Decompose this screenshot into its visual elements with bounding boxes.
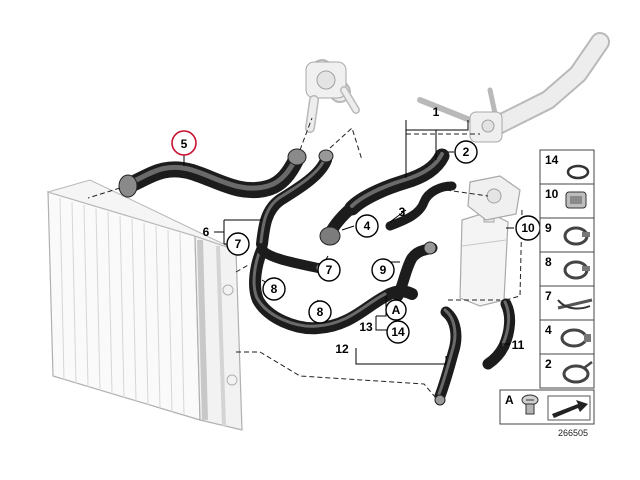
svg-text:6: 6 bbox=[203, 225, 210, 239]
svg-text:14: 14 bbox=[545, 153, 559, 167]
callout-6: 6 bbox=[203, 225, 210, 239]
svg-text:2: 2 bbox=[545, 357, 552, 371]
hose-coupling-icon bbox=[565, 191, 587, 209]
callout-7-center: 7 bbox=[317, 258, 341, 282]
arrow-icon bbox=[547, 395, 591, 421]
callout-13: 13 bbox=[359, 320, 373, 334]
spring-clamp-icon bbox=[563, 226, 590, 246]
hose-6 bbox=[256, 149, 334, 250]
hose-9 bbox=[392, 241, 438, 302]
callout-4: 4 bbox=[355, 214, 379, 238]
svg-text:12: 12 bbox=[335, 342, 349, 356]
legend-item-7: 7 bbox=[539, 285, 595, 321]
svg-text:9: 9 bbox=[545, 221, 552, 235]
legend-item-A: A bbox=[499, 389, 595, 425]
callout-14: 14 bbox=[386, 320, 410, 344]
hose-11 bbox=[482, 298, 516, 370]
hose-3 bbox=[385, 181, 457, 231]
spring-clamp-icon bbox=[563, 260, 590, 280]
coolant-pipe-assembly bbox=[417, 32, 610, 143]
legend-item-9: 9 bbox=[539, 217, 595, 253]
callout-8-left: 8 bbox=[262, 277, 286, 301]
svg-text:A: A bbox=[392, 303, 401, 317]
callout-11: 11 bbox=[512, 338, 525, 352]
radiator bbox=[46, 179, 243, 431]
callout-10: 10 bbox=[515, 215, 541, 241]
bleed-screw-icon bbox=[521, 394, 539, 415]
catalog-number: 266505 bbox=[558, 428, 588, 438]
callout-1: 1 bbox=[433, 105, 440, 119]
svg-text:7: 7 bbox=[235, 237, 242, 251]
hose-1 bbox=[344, 148, 450, 216]
svg-text:10: 10 bbox=[521, 221, 535, 235]
callout-12: 12 bbox=[335, 342, 349, 356]
svg-text:5: 5 bbox=[181, 137, 188, 151]
svg-text:8: 8 bbox=[271, 282, 278, 296]
svg-text:4: 4 bbox=[364, 219, 371, 233]
hose-clamp-icon bbox=[557, 298, 593, 310]
parts-legend: 14 10 9 8 bbox=[499, 149, 595, 425]
svg-text:9: 9 bbox=[380, 263, 387, 277]
o-ring-icon bbox=[566, 164, 590, 180]
svg-text:3: 3 bbox=[399, 205, 406, 219]
callout-8-center: 8 bbox=[308, 300, 332, 324]
svg-text:10: 10 bbox=[545, 187, 559, 201]
svg-text:14: 14 bbox=[391, 325, 405, 339]
svg-text:4: 4 bbox=[545, 323, 552, 337]
svg-text:2: 2 bbox=[463, 145, 470, 159]
callout-7-left: 7 bbox=[226, 232, 250, 256]
spring-band-clamp-icon bbox=[560, 328, 591, 348]
hose-clip-icon bbox=[562, 361, 593, 384]
svg-text:8: 8 bbox=[317, 305, 324, 319]
callout-3: 3 bbox=[399, 205, 406, 219]
radiator-hose-5 bbox=[118, 148, 307, 199]
callout-9: 9 bbox=[371, 258, 395, 282]
callout-A: A bbox=[385, 299, 407, 321]
svg-text:A: A bbox=[505, 393, 514, 407]
legend-item-8: 8 bbox=[539, 251, 595, 287]
svg-text:1: 1 bbox=[433, 105, 440, 119]
svg-text:7: 7 bbox=[326, 263, 333, 277]
legend-item-10: 10 bbox=[539, 183, 595, 219]
legend-item-14: 14 bbox=[539, 149, 595, 185]
callout-2: 2 bbox=[454, 140, 478, 164]
svg-text:13: 13 bbox=[359, 320, 373, 334]
thermostat-housing bbox=[305, 59, 360, 133]
svg-text:8: 8 bbox=[545, 255, 552, 269]
svg-text:7: 7 bbox=[545, 289, 552, 303]
callout-5: 5 bbox=[171, 130, 197, 156]
legend-item-2: 2 bbox=[539, 353, 595, 389]
hose-12 bbox=[434, 306, 462, 406]
svg-text:11: 11 bbox=[512, 338, 525, 352]
legend-item-4: 4 bbox=[539, 319, 595, 355]
expansion-tank bbox=[459, 175, 521, 307]
